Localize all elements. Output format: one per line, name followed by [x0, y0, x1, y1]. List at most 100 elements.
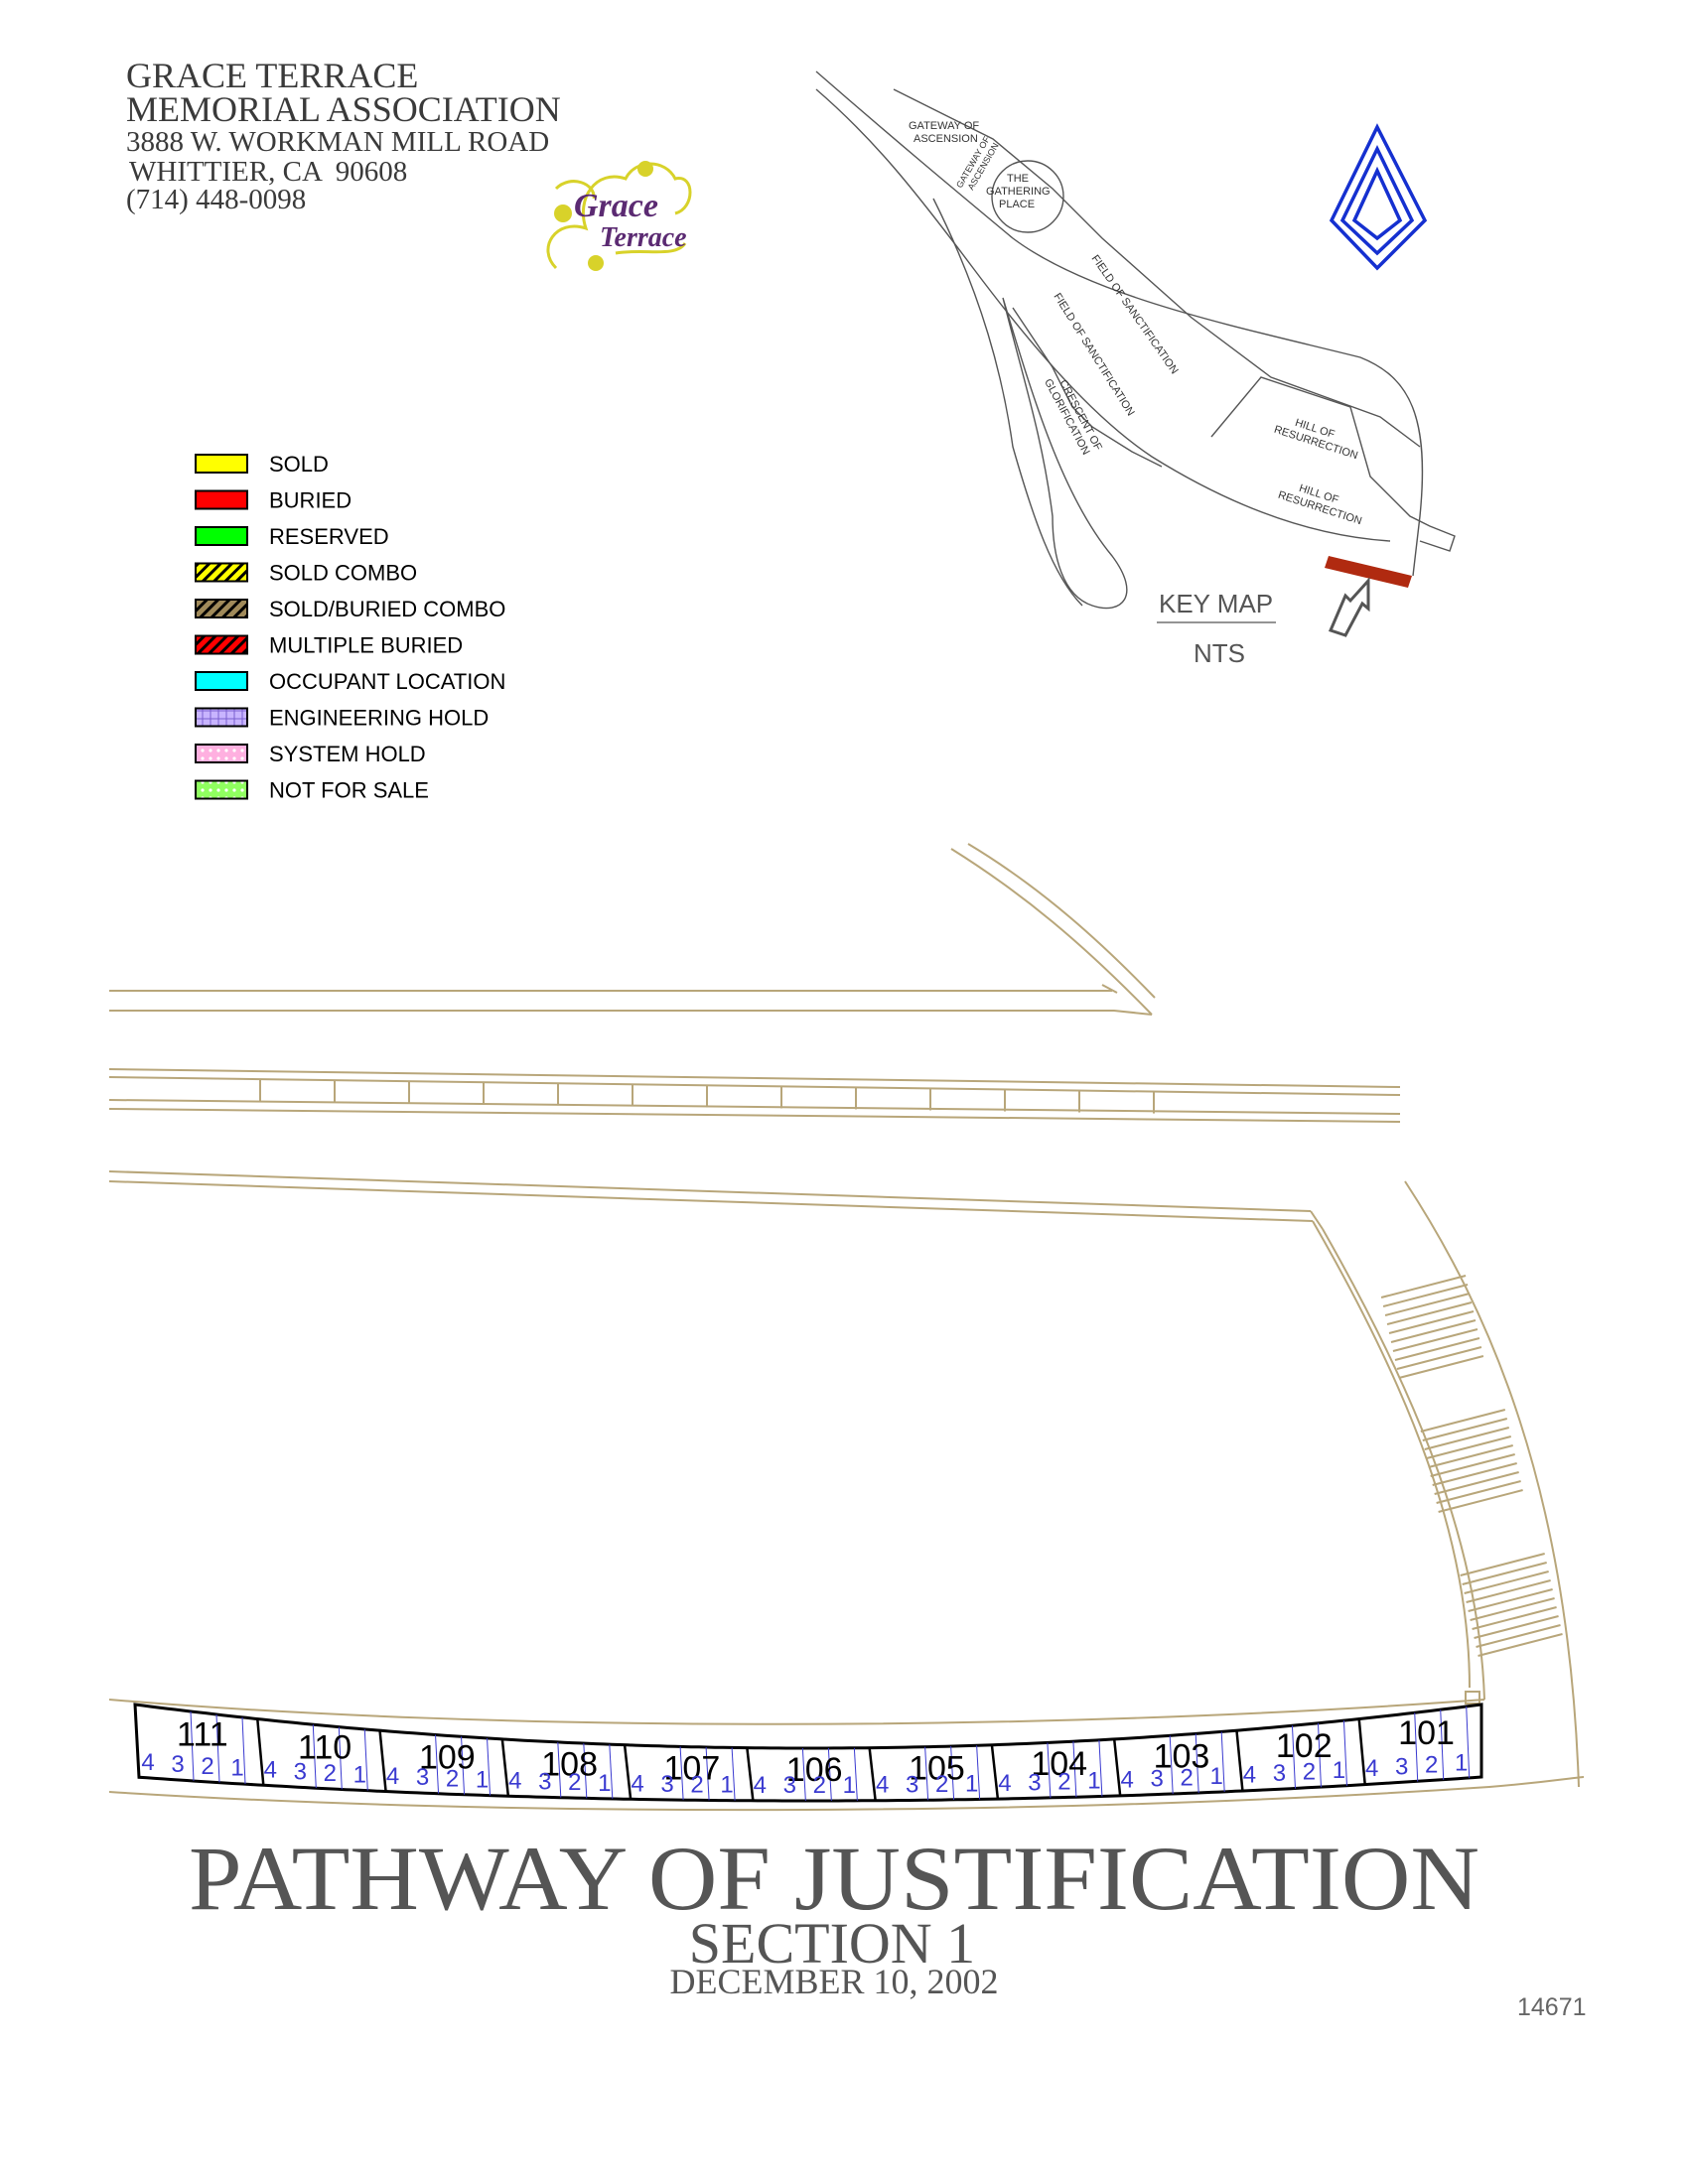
space-number[interactable]: 1 — [965, 1771, 978, 1798]
space-number[interactable]: 1 — [843, 1772, 856, 1799]
space-number[interactable]: 3 — [294, 1758, 307, 1785]
site-plan — [108, 843, 1585, 1812]
lot-divider — [500, 1738, 510, 1797]
space-number[interactable]: 2 — [1181, 1764, 1194, 1791]
space-number[interactable]: 3 — [171, 1751, 184, 1778]
space-number[interactable]: 1 — [353, 1761, 366, 1788]
space-number[interactable]: 3 — [1028, 1769, 1041, 1796]
space-number[interactable]: 3 — [416, 1764, 429, 1791]
key-map-title: KEY MAP — [1159, 589, 1273, 618]
lot-divider — [990, 1744, 1000, 1800]
space-number[interactable]: 4 — [386, 1763, 399, 1790]
lot-divider — [256, 1718, 265, 1786]
lot-divider — [1235, 1730, 1244, 1792]
space-number[interactable]: 2 — [1425, 1751, 1438, 1778]
stair-tread — [1476, 1624, 1561, 1648]
space-number[interactable]: 4 — [264, 1757, 277, 1784]
space-number[interactable]: 1 — [720, 1772, 733, 1799]
space-number[interactable]: 3 — [1151, 1766, 1164, 1793]
space-number[interactable]: 2 — [813, 1772, 826, 1799]
stair-tread — [1462, 1562, 1547, 1585]
space-divider — [363, 1728, 368, 1791]
space-divider — [487, 1737, 492, 1796]
stair-tread — [1398, 1355, 1484, 1379]
legend-label: RESERVED — [269, 524, 389, 549]
key-map-loop — [1002, 297, 1128, 610]
space-number[interactable]: 1 — [1210, 1763, 1223, 1790]
space-number[interactable]: 4 — [631, 1770, 643, 1797]
sheet-number: 14671 — [1517, 1993, 1587, 2021]
space-number[interactable]: 1 — [476, 1766, 489, 1793]
legend-swatch — [195, 634, 248, 655]
space-number[interactable]: 4 — [754, 1772, 767, 1799]
space-number[interactable]: 4 — [1121, 1767, 1134, 1794]
org-address: 3888 W. WORKMAN MILL ROAD — [126, 126, 549, 158]
space-number[interactable]: 4 — [998, 1770, 1011, 1797]
corner-post — [1465, 1691, 1480, 1705]
space-number[interactable]: 1 — [1087, 1768, 1100, 1795]
section-label: SECTION 1 — [689, 1911, 975, 1976]
space-number[interactable]: 4 — [876, 1772, 889, 1799]
space-number[interactable]: 2 — [1303, 1759, 1316, 1786]
space-number[interactable]: 3 — [538, 1768, 551, 1795]
space-divider — [241, 1716, 246, 1785]
legend-label: SOLD — [269, 452, 329, 477]
space-number[interactable]: 3 — [1395, 1753, 1408, 1780]
stair-tread — [1470, 1597, 1555, 1621]
space-divider — [924, 1746, 929, 1801]
map-title: PATHWAY OF JUSTIFICATION — [189, 1828, 1479, 1929]
stair-tread — [1426, 1435, 1511, 1459]
logo-leaf — [588, 255, 604, 271]
space-number[interactable]: 2 — [1057, 1769, 1070, 1796]
legend-item: ENGINEERING HOLD — [195, 706, 489, 731]
space-number[interactable]: 4 — [141, 1749, 154, 1776]
space-number[interactable]: 4 — [508, 1767, 521, 1794]
space-number[interactable]: 1 — [1455, 1749, 1468, 1776]
space-number[interactable]: 2 — [568, 1769, 581, 1796]
stair-tread — [1460, 1553, 1545, 1576]
space-number[interactable]: 2 — [201, 1753, 213, 1780]
space-number[interactable]: 2 — [324, 1760, 337, 1787]
space-number[interactable]: 4 — [1243, 1762, 1256, 1789]
stair-tread — [1436, 1480, 1521, 1504]
space-number[interactable]: 1 — [230, 1755, 243, 1782]
org-phone: (714) 448-0098 — [126, 184, 306, 215]
space-number[interactable]: 4 — [1365, 1755, 1378, 1782]
space-number[interactable]: 2 — [935, 1771, 948, 1798]
stair-tread — [1424, 1427, 1510, 1450]
lot-number: 110 — [298, 1728, 352, 1766]
space-number[interactable]: 3 — [1273, 1760, 1286, 1787]
key-map-label-hill-resurrection-1: HILL OFRESURRECTION — [1273, 411, 1363, 462]
lot-divider — [623, 1744, 633, 1800]
lot-number: 109 — [419, 1738, 476, 1776]
space-number[interactable]: 2 — [690, 1771, 703, 1798]
stair-tread — [1464, 1570, 1549, 1594]
stairs — [1380, 1275, 1563, 1657]
lot-row-outline — [133, 1703, 1483, 1803]
space-number[interactable]: 3 — [906, 1771, 918, 1798]
space-number[interactable]: 3 — [660, 1771, 673, 1798]
lot-number: 105 — [909, 1749, 965, 1787]
space-number[interactable]: 1 — [598, 1770, 611, 1797]
space-number[interactable]: 3 — [783, 1772, 796, 1799]
org-city: WHITTIER, CA 90608 — [129, 156, 407, 188]
key-map-outer-border — [893, 88, 1421, 448]
space-divider — [190, 1710, 195, 1781]
space-number[interactable]: 2 — [446, 1765, 459, 1792]
space-number[interactable]: 1 — [1333, 1757, 1345, 1784]
